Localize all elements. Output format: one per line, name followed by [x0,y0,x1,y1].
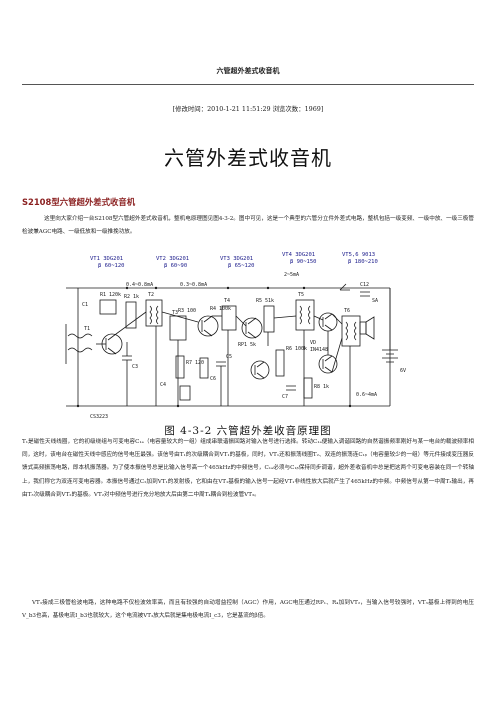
header-divider [22,84,474,85]
label-r8: R8 1k [314,384,329,390]
label-vd: VD [310,340,316,346]
label-vt3-beta: β 65~120 [228,263,255,269]
label-r2: R2 1k [124,294,139,300]
label-current-2: 0.3~0.8mA [180,282,207,288]
page-header-title: 六管超外差式收音机 [216,67,280,75]
label-vt3: VT3 3DG201 [220,256,253,262]
label-c6: C6 [210,376,216,382]
figure-caption: 图 4-3-2 六管超外差收音原理图 [164,425,332,437]
label-battery: 6V [400,368,406,374]
label-t2: T2 [148,292,154,298]
label-r1: R1 120k [100,292,121,298]
label-c3: C3 [132,364,138,370]
label-current-4: 0.6~4mA [356,392,377,398]
label-r7: R7 120 [186,360,204,366]
label-vt56-beta: β 180~210 [348,259,378,265]
label-c4: C4 [160,382,166,388]
label-vt4-beta: β 90~150 [290,259,317,265]
label-r4: R4 100k [210,306,231,312]
label-c1: C1 [82,302,88,308]
label-vt2: VT2 3DG201 [156,256,189,262]
label-c5: C5 [226,354,232,360]
label-vt1-beta: β 60~120 [98,263,125,269]
label-current-3: 2~5mA [284,272,299,278]
modified-time-meta: [修改时间：2010-1-21 11:51:29 浏览次数：1969] [172,105,324,113]
label-c7: C7 [282,394,288,400]
intro-paragraph: 这里向大家介绍一台S2108型六管超外差式收音机，整机电原理图见图4-3-2。图… [22,216,474,236]
label-t3: T3 [172,310,178,316]
label-c12: C12 [360,282,369,288]
label-t1: T1 [84,326,90,332]
label-rp1: RP1 5k [238,342,256,348]
schematic-svg: VT1 3DG201 β 60~120 VT2 3DG201 β 60~90 V… [65,252,406,420]
label-antenna-part: CS3223 [90,414,108,420]
body-paragraph-2: T₁是磁性天线线圈，它的初级绕组与可变电容C₁ₐ（电容量较大的一组）组成串联谐振… [22,439,474,498]
label-r5: R5 51k [256,298,274,304]
label-r3: R3 100 [178,308,196,314]
article-title: 六管外差式收音机 [164,146,332,170]
label-vt56: VT5,6 9013 [342,252,375,258]
label-current-1: 0.4~0.8mA [126,282,153,288]
label-t5: T5 [298,292,304,298]
label-r6: R6 100k [286,346,307,352]
label-vd-part: IN4148 [310,347,328,353]
circuit-diagram: VT1 3DG201 β 60~120 VT2 3DG201 β 60~90 V… [60,246,420,432]
label-vt2-beta: β 60~90 [164,263,187,269]
label-vt1: VT1 3DG201 [90,256,123,262]
body-paragraph-3: VT₃接成三极管检波电路，这种电路不仅检波效率高，而且有较强的自动增益控制（AG… [22,600,474,620]
label-t4: T4 [224,298,230,304]
label-t6: T6 [344,308,350,314]
label-vt4: VT4 3DG201 [282,252,315,258]
label-sa: SA [372,298,378,304]
section-heading: S2108型六管超外差式收音机 [22,197,136,207]
